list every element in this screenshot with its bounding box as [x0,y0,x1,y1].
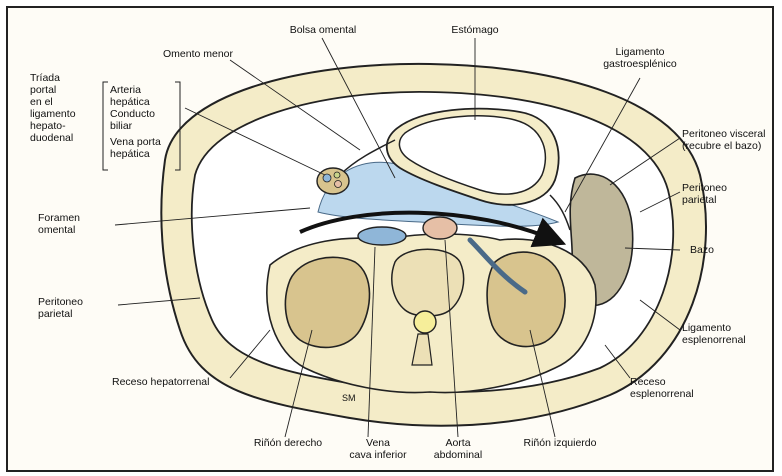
bile-duct-dot [334,172,340,178]
label-triada-portal: Tríada portal en el ligamento hepato- du… [30,72,100,144]
label-bolsa-omental: Bolsa omental [278,24,368,36]
label-foramen-omental: Foramen omental [38,212,118,236]
label-rinon-izquierdo: Riñón izquierdo [510,437,610,449]
left-kidney [487,252,565,346]
label-bazo: Bazo [690,244,750,256]
label-conducto-biliar: Conducto biliar [110,108,180,132]
label-estomago: Estómago [445,24,505,36]
label-rinon-derecho: Riñón derecho [238,437,338,449]
portal-triad-bracket [103,82,108,170]
label-receso-esplenorrenal: Receso esplenorrenal [630,376,730,400]
label-arteria-hepatica: Arteria hepática [110,84,180,108]
portal-triad [317,168,349,194]
label-peritoneo-parietal-left: Peritoneo parietal [38,296,118,320]
right-kidney [285,257,369,347]
inferior-vena-cava [358,227,406,245]
label-ligamento-gastroesplenico: Ligamento gastroesplénico [590,46,690,70]
spinal-cord [414,311,436,333]
label-receso-hepatorrenal: Receso hepatorrenal [112,376,242,388]
label-vena-porta-hepatica: Vena porta hepática [110,136,180,160]
label-vena-cava-inferior: Vena cava inferior [340,437,416,461]
hepatic-artery-dot [335,181,342,188]
label-ligamento-esplenorrenal: Ligamento esplenorrenal [682,322,772,346]
label-omento-menor: Omento menor [148,48,248,60]
label-peritoneo-visceral: Peritoneo visceral (recubre el bazo) [682,128,774,152]
abdominal-aorta [423,217,457,239]
artist-signature: SM [342,392,372,404]
vertebra [392,249,464,316]
label-aorta-abdominal: Aorta abdominal [425,437,491,461]
portal-vein-dot [323,174,331,182]
label-peritoneo-parietal-right: Peritoneo parietal [682,182,762,206]
